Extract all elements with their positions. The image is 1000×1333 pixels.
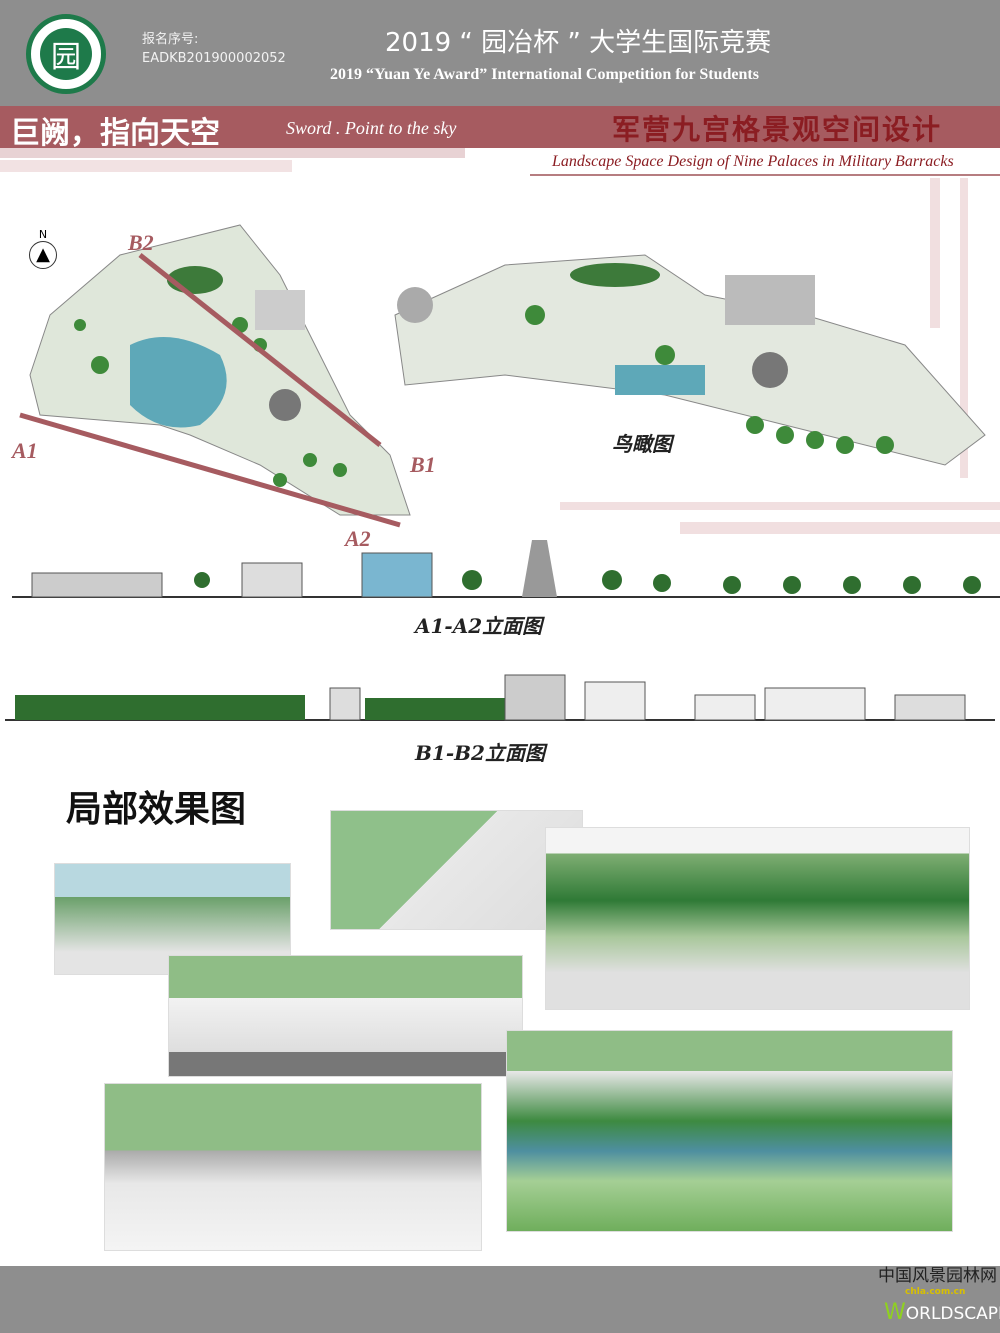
logo-glyph: 园 bbox=[40, 28, 92, 80]
elevation-a1-a2 bbox=[12, 540, 1000, 598]
decor-bar bbox=[560, 502, 1000, 510]
registration-number: EADKB201900002052 bbox=[142, 51, 286, 66]
north-arrow-icon: N▲ bbox=[28, 228, 58, 270]
elevation-a-label: A1-A2立面图 bbox=[415, 614, 543, 638]
elevation-b1-b2 bbox=[5, 674, 995, 721]
worldscape-logo: WORLDSCAPE bbox=[884, 1301, 1000, 1326]
decor-bar bbox=[680, 522, 1000, 534]
brand-cn: 中国风景园林网 bbox=[878, 1266, 997, 1286]
competition-title-cn: 2019 “ 园冶杯 ” 大学生国际竞赛 bbox=[385, 28, 772, 58]
competition-logo: 园 bbox=[26, 14, 106, 94]
aerial-label: 鸟瞰图 bbox=[612, 432, 672, 456]
registration-label: 报名序号: bbox=[142, 32, 199, 47]
aerial-view bbox=[394, 254, 986, 466]
elevation-b-label: B1-B2立面图 bbox=[415, 741, 545, 765]
render-6 bbox=[104, 1083, 482, 1251]
competition-title-en: 2019 “Yuan Ye Award” International Compe… bbox=[330, 66, 759, 83]
brand-rest: ORLDSCAPE bbox=[905, 1304, 1000, 1324]
project-title-cn: 巨阙，指向天空 bbox=[10, 116, 220, 151]
render-3 bbox=[545, 827, 970, 1010]
decor-bar bbox=[960, 178, 968, 478]
header-bar bbox=[0, 0, 1000, 106]
master-plan bbox=[19, 224, 411, 528]
brand-w: W bbox=[884, 1300, 906, 1325]
project-subtitle-cn: 军营九宫格景观空间设计 bbox=[612, 113, 943, 146]
project-title-en: Sword . Point to the sky bbox=[286, 118, 457, 138]
renders-title: 局部效果图 bbox=[66, 788, 247, 830]
divider bbox=[530, 174, 1000, 176]
footer-bar bbox=[0, 1266, 1000, 1333]
marker-a1: A1 bbox=[12, 438, 38, 463]
brand-url: chla.com.cn bbox=[905, 1287, 966, 1297]
north-label: N bbox=[38, 228, 48, 241]
title-band bbox=[0, 106, 1000, 148]
marker-a2: A2 bbox=[345, 526, 371, 551]
marker-b1: B1 bbox=[410, 452, 436, 477]
divider bbox=[0, 148, 465, 158]
marker-b2: B2 bbox=[128, 230, 154, 255]
divider bbox=[0, 160, 292, 172]
project-subtitle-en: Landscape Space Design of Nine Palaces i… bbox=[552, 153, 954, 170]
render-4 bbox=[168, 955, 523, 1077]
decor-bar bbox=[930, 178, 940, 328]
render-2 bbox=[330, 810, 583, 930]
render-5 bbox=[506, 1030, 953, 1232]
